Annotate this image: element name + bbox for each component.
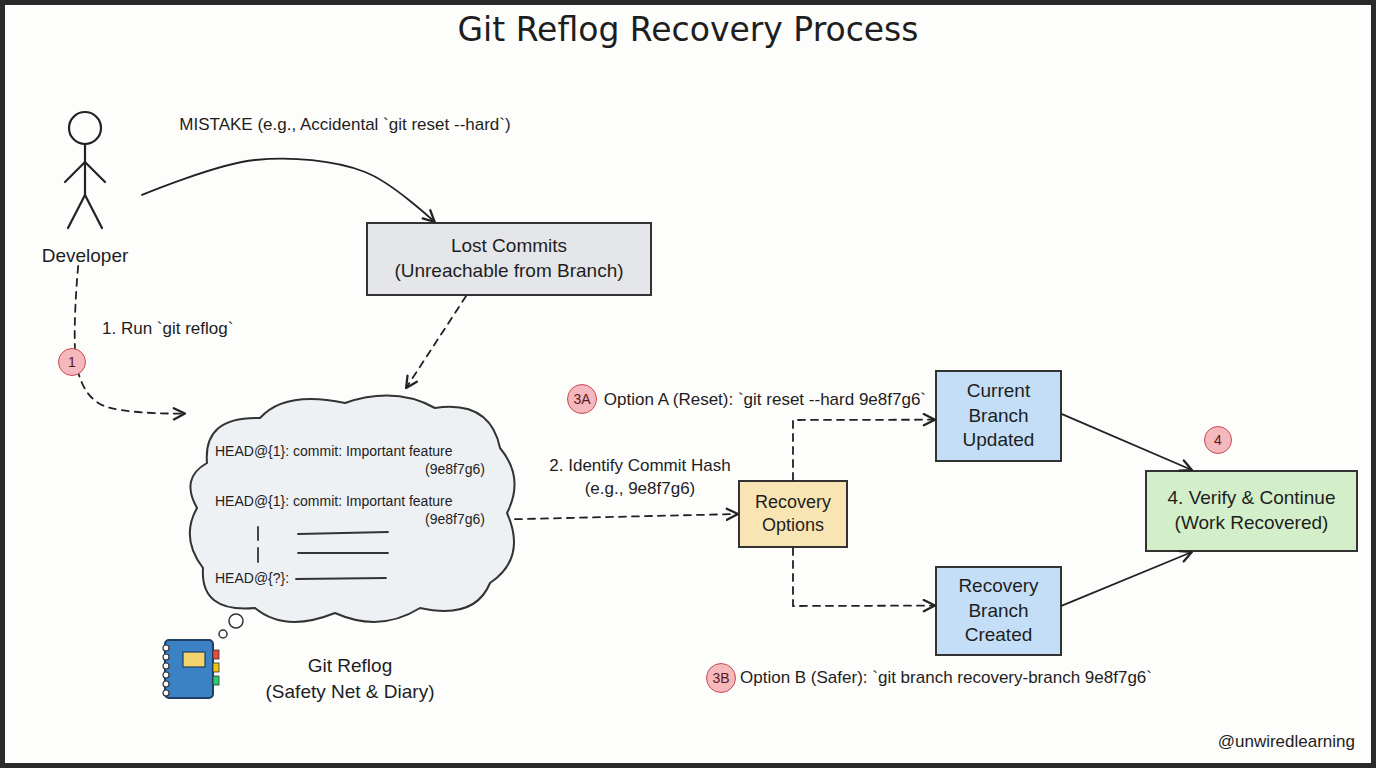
box-heading: 4. Verify & Continue xyxy=(1168,486,1336,511)
notebook-icon xyxy=(163,614,243,698)
callout-circle: 1 xyxy=(58,348,86,376)
decision-box: Recovery Options xyxy=(738,480,848,548)
connector-arrow xyxy=(793,548,935,606)
watermark: @unwiredlearning xyxy=(1150,732,1355,752)
reflog-entry: HEAD@{?}: xyxy=(215,570,365,588)
thought-bubble xyxy=(229,614,243,628)
actor-node: Developer xyxy=(28,108,142,266)
cloud-caption: (Safety Net & Diary) xyxy=(185,680,515,704)
box-label: Current Branch Updated xyxy=(943,379,1054,453)
notebook-cover xyxy=(165,640,213,698)
edge-label: Option B (Safer): `git branch recovery-b… xyxy=(740,667,1180,690)
reflog-cloud: HEAD@{1}: commit: Important feature (9e8… xyxy=(185,388,515,708)
notebook-tab xyxy=(213,650,219,659)
box-body: (Work Recovered) xyxy=(1175,511,1329,536)
actor-name: Developer xyxy=(28,244,142,268)
connector-arrow xyxy=(1062,552,1192,606)
box-label: Recovery Options xyxy=(746,491,840,538)
reflog-entry: HEAD@{1}: commit: Important feature (9e8… xyxy=(215,493,485,528)
result-box: Recovery Branch Created xyxy=(935,566,1062,656)
notebook-label xyxy=(183,652,205,667)
callout-circle: 3A xyxy=(567,384,597,414)
callout-number: 3B xyxy=(712,670,729,686)
connector-arrow xyxy=(75,266,185,414)
callout-number: 1 xyxy=(68,354,76,370)
edge-label: 2. Identify Commit Hash (e.g., 9e8f7g6) xyxy=(530,455,750,501)
connector-arrow xyxy=(793,420,935,480)
figure-head xyxy=(69,112,101,144)
figure-arm xyxy=(65,162,85,182)
edge-label: 1. Run `git reflog` xyxy=(102,318,322,341)
edge-label: Option A (Reset): `git reset --hard 9e8f… xyxy=(560,389,926,412)
box-body: (Unreachable from Branch) xyxy=(394,259,623,284)
reflog-entry: HEAD@{1}: commit: Important feature (9e8… xyxy=(215,443,485,478)
notebook-tab xyxy=(213,663,219,672)
cloud-shape xyxy=(190,396,515,622)
lost-commits-box: Lost Commits(Unreachable from Branch) xyxy=(366,222,652,296)
box-label: Recovery Branch Created xyxy=(943,574,1054,648)
connector-arrow xyxy=(1062,414,1192,470)
figure-leg xyxy=(85,195,102,228)
callout-number: 4 xyxy=(1214,432,1222,448)
cloud-caption: Git Reflog xyxy=(185,654,515,678)
notebook-tab xyxy=(213,676,219,685)
connector-arrow xyxy=(515,514,738,519)
notebook-spiral xyxy=(163,645,169,696)
outcome-box: 4. Verify & Continue(Work Recovered) xyxy=(1145,470,1358,552)
thought-bubble xyxy=(219,630,227,638)
diagram-title: Git Reflog Recovery Process xyxy=(0,10,1376,49)
connector-arrow xyxy=(406,296,466,388)
result-box: Current Branch Updated xyxy=(935,370,1062,462)
figure-body xyxy=(84,144,86,195)
developer-figure xyxy=(65,112,105,228)
figure-arm xyxy=(85,162,105,182)
callout-circle: 4 xyxy=(1204,426,1232,454)
callout-circle: 3B xyxy=(706,663,736,693)
figure-leg xyxy=(68,195,85,228)
box-heading: Lost Commits xyxy=(451,234,567,259)
callout-number: 3A xyxy=(573,391,590,407)
edge-label: MISTAKE (e.g., Accidental `git reset --h… xyxy=(130,114,560,137)
connector-arrow xyxy=(142,159,435,222)
